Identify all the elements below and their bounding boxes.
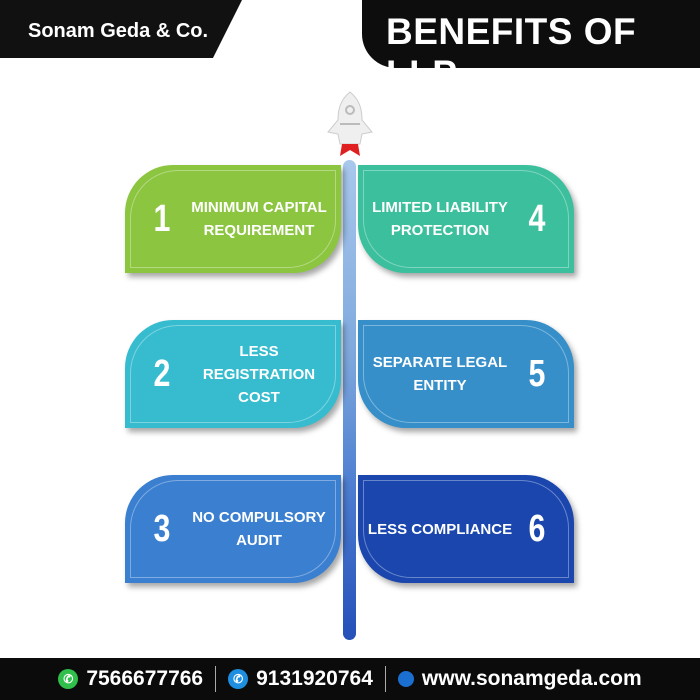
- whatsapp-icon: ✆: [58, 669, 79, 689]
- benefit-number: 5: [528, 352, 546, 395]
- divider: [215, 666, 217, 692]
- benefit-number: 4: [528, 197, 546, 240]
- benefit-card-2: 2 LESS REGISTRATION COST: [125, 320, 341, 428]
- phone-number[interactable]: 9131920764: [256, 667, 373, 690]
- benefit-card-3: 3 NO COMPULSORY AUDIT: [125, 475, 341, 583]
- benefit-card-1: 1 MINIMUM CAPITAL REQUIREMENT: [125, 165, 341, 273]
- benefit-card-6: 6 LESS COMPLIANCE: [358, 475, 574, 583]
- benefit-number: 6: [528, 507, 546, 550]
- contact-footer: ✆ 7566677766 ✆ 9131920764 www.sonamgeda.…: [0, 658, 700, 700]
- brand-name: Sonam Geda & Co.: [0, 0, 242, 58]
- benefit-number: 2: [153, 352, 171, 395]
- timeline-spine: [343, 160, 356, 640]
- website-link[interactable]: www.sonamgeda.com: [421, 667, 642, 690]
- benefit-text: LESS REGISTRATION COST: [202, 342, 316, 406]
- divider: [384, 666, 386, 692]
- whatsapp-number[interactable]: 7566677766: [86, 667, 204, 690]
- benefit-text: LESS COMPLIANCE: [367, 520, 513, 538]
- rocket-icon: [327, 91, 373, 156]
- globe-icon: [397, 671, 414, 687]
- benefit-number: 1: [153, 197, 171, 240]
- benefit-card-5: 5 SEPARATE LEGAL ENTITY: [358, 320, 574, 428]
- page-title: BENEFITS OF LLP: [362, 0, 700, 94]
- benefit-text: MINIMUM CAPITAL REQUIREMENT: [191, 199, 327, 239]
- phone-icon: ✆: [228, 669, 249, 689]
- benefit-text: SEPARATE LEGAL ENTITY: [372, 354, 508, 394]
- benefit-text: LIMITED LIABILITY PROTECTION: [372, 199, 508, 239]
- benefit-text: NO COMPULSORY AUDIT: [192, 509, 326, 549]
- benefit-card-4: 4 LIMITED LIABILITY PROTECTION: [358, 165, 574, 273]
- benefit-number: 3: [153, 507, 171, 550]
